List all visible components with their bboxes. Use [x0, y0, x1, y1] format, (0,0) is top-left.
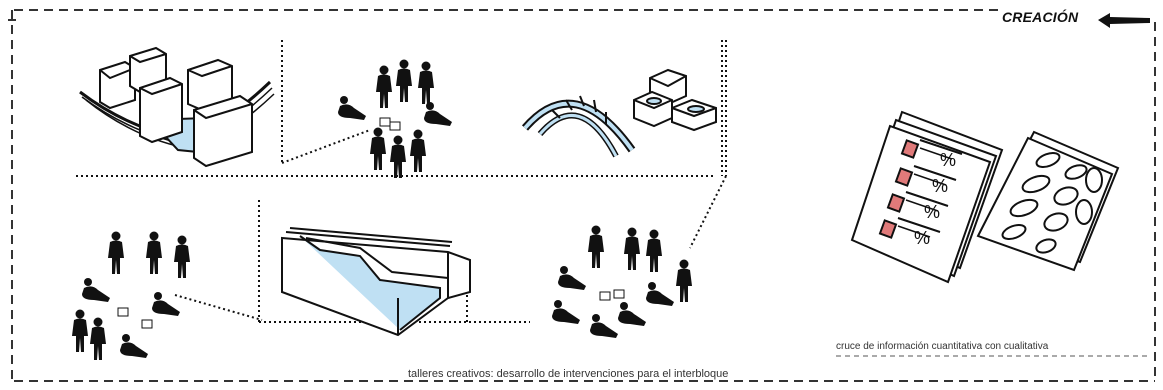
survey-percent-marks: % % % %: [914, 150, 956, 248]
speech-bubbles-sheet-icon: [976, 130, 1120, 272]
percent-mark: %: [914, 228, 930, 248]
outer-frame: [8, 9, 1156, 382]
workshops-caption: talleres creativos: desarrollo de interv…: [408, 368, 729, 380]
left-arrow-icon: [1098, 13, 1150, 28]
percent-mark: %: [940, 150, 956, 170]
cross-info-caption: cruce de información cuantitativa con cu…: [836, 341, 1049, 352]
people-silhouettes-right: [552, 225, 692, 338]
river-buildings-sketch: [79, 46, 275, 168]
survey-rows: [878, 139, 963, 239]
survey-sheet-icon: [850, 110, 1004, 284]
arch-bridge-sketch: [521, 95, 636, 158]
people-silhouettes-left: [72, 231, 190, 360]
percent-mark: %: [924, 202, 940, 222]
water-channel-sketch: [281, 227, 471, 337]
people-silhouettes-top: [338, 59, 452, 178]
percent-mark: %: [932, 176, 948, 196]
section-title: CREACIÓN: [1002, 9, 1079, 25]
stepped-box-planters: [633, 68, 717, 132]
